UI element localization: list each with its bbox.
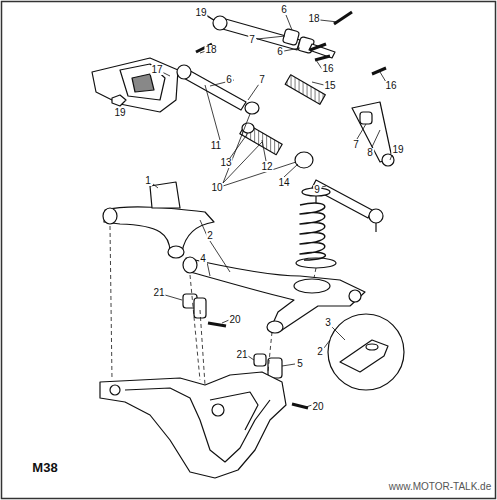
callout-number: 14 [277, 178, 290, 188]
callout-number: 5 [296, 359, 304, 369]
callout-number: 12 [260, 162, 273, 172]
callout-number: 20 [311, 402, 324, 412]
callout-number: 17 [150, 65, 163, 75]
parts [92, 12, 404, 478]
callout-number: 6 [225, 75, 233, 85]
callout-number: 20 [228, 315, 241, 325]
callout-number: 7 [352, 140, 360, 150]
callout-number: 3 [324, 318, 332, 328]
callout-number: 7 [258, 75, 266, 85]
figure-code: M38 [31, 461, 58, 474]
leader-lines [153, 15, 392, 407]
callout-number: 16 [321, 64, 334, 74]
callout-number: 21 [152, 288, 165, 298]
callout-number: 13 [219, 158, 232, 168]
callout-number: 18 [204, 45, 217, 55]
callout-number: 10 [210, 183, 223, 193]
callout-number: 19 [391, 145, 404, 155]
callout-number: 6 [276, 47, 284, 57]
callout-number: 2 [206, 231, 214, 241]
callout-number: 15 [323, 81, 336, 91]
callout-number: 11 [210, 141, 222, 151]
watermark: www.MOTOR-TALK.de [388, 482, 492, 492]
callout-number: 2 [316, 347, 324, 357]
callout-number: 18 [307, 14, 320, 24]
alignment-lines [110, 226, 316, 385]
callout-number: 16 [384, 81, 397, 91]
callout-number: 8 [366, 148, 374, 158]
callout-number: 9 [313, 185, 321, 195]
callout-number: 19 [194, 8, 207, 18]
callout-number: 6 [280, 5, 288, 15]
callout-number: 4 [199, 254, 207, 264]
callout-number: 1 [144, 176, 152, 186]
callout-number: 19 [113, 108, 126, 118]
callout-number: 7 [248, 35, 256, 45]
callout-number: 21 [235, 350, 248, 360]
